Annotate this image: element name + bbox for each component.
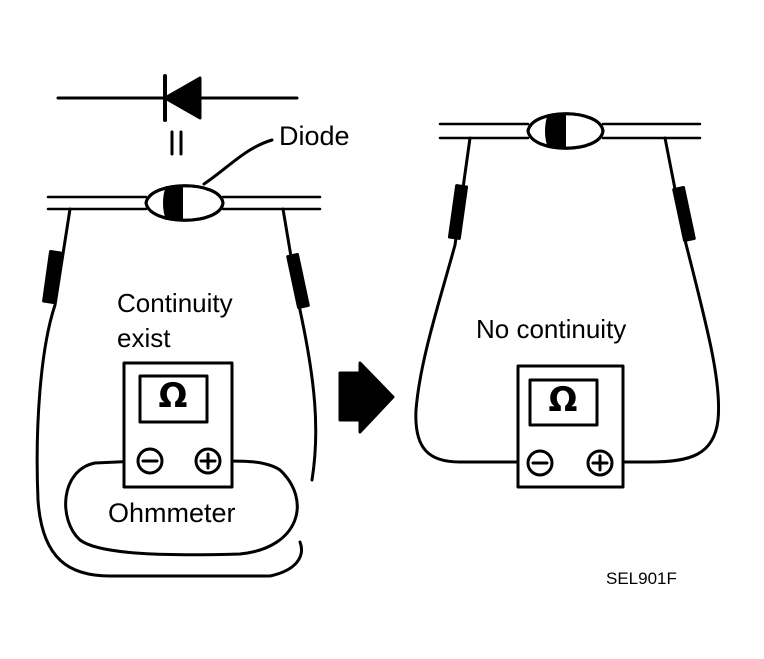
ohm-symbol-right: Ω: [548, 380, 578, 420]
left-diode-body: [144, 184, 225, 222]
left-lead-wire: [46, 195, 322, 211]
continuity-exist-label: Continuity exist: [117, 288, 233, 353]
equivalence-mark: [170, 130, 183, 156]
ohm-symbol-left: Ω: [158, 376, 188, 416]
left-ohmmeter: [122, 361, 234, 489]
ohmmeter-label: Ohmmeter: [108, 498, 236, 528]
figure-code: SEL901F: [606, 569, 677, 588]
right-lead-wire: [438, 122, 702, 140]
no-continuity-label: No continuity: [476, 314, 627, 344]
right-ohmmeter: [516, 364, 625, 489]
left-probe-leads: [35, 207, 318, 578]
diode-leader-line: [202, 138, 274, 186]
diode-label: Diode: [279, 121, 350, 151]
transition-arrow-icon: [338, 361, 395, 434]
diode-symbol-icon: [56, 74, 299, 122]
right-probe-leads: [414, 136, 721, 464]
right-diode-body: [526, 112, 605, 150]
